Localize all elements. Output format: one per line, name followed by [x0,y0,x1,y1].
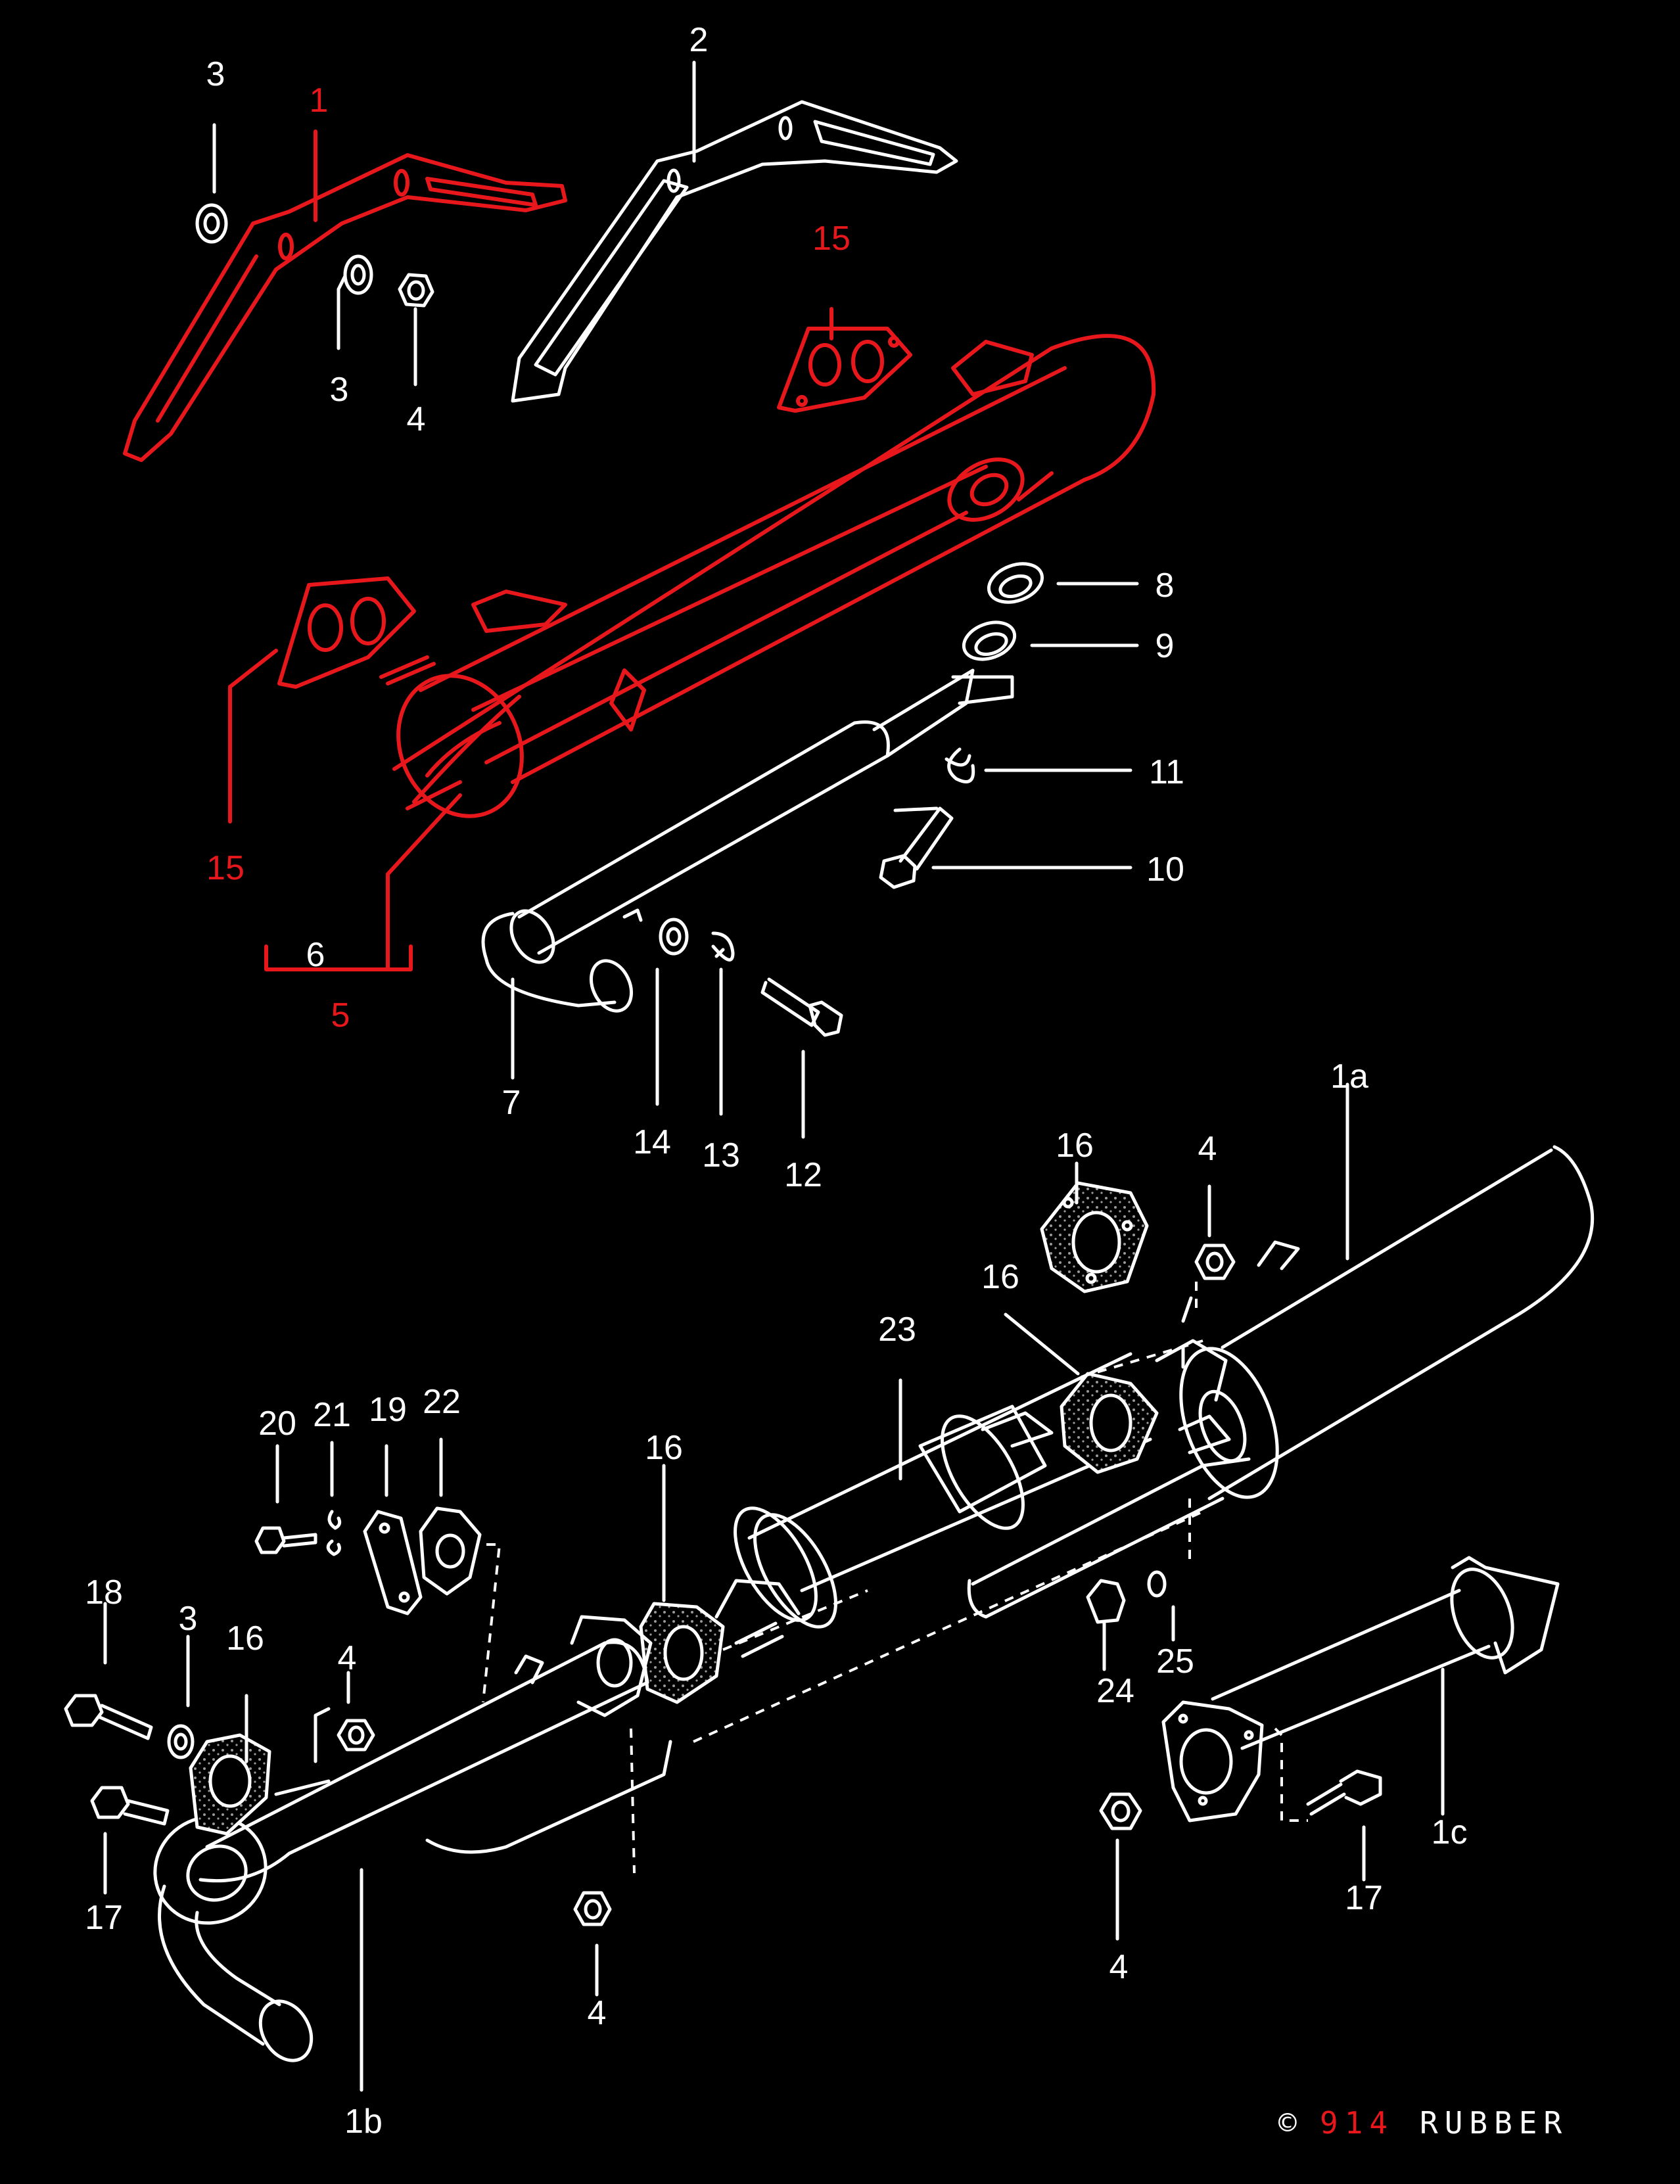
callout-9: 9 [1155,627,1175,665]
callout-4: 4 [588,1994,607,2032]
callout-4: 4 [1109,1948,1129,1986]
bolt-17-left-icon [90,1786,170,1826]
nut-4-bottom-icon [573,1891,612,1926]
watermark-copyright: © [1278,2105,1303,2141]
callout-25: 25 [1156,1642,1194,1681]
callout-5: 5 [331,996,350,1034]
watermark-rubber: RUBBER [1420,2105,1568,2141]
callout-16: 16 [981,1258,1019,1296]
watermark-914: 914 [1320,2105,1394,2141]
callout-7: 7 [502,1084,521,1122]
callout-14: 14 [633,1123,671,1161]
callout-24: 24 [1096,1672,1134,1710]
bolt-17-right-icon [1306,1769,1382,1816]
muffler-1a [1207,1145,1595,1500]
callout-6: 6 [306,936,325,974]
callout-13: 13 [702,1136,740,1174]
callout-20: 20 [258,1405,296,1443]
callout-8: 8 [1155,567,1175,605]
callout-1c: 1c [1432,1813,1468,1851]
callout-23: 23 [878,1311,916,1349]
bracket-19-icon [363,1510,423,1615]
lower-white-parts [64,1082,1595,2092]
gasket-22-icon [419,1506,482,1596]
callout-17: 17 [1345,1879,1383,1917]
seal-ring-9-icon [962,620,1017,661]
callout-16: 16 [226,1619,264,1658]
callout-4: 4 [338,1639,357,1677]
washer-25-icon [1147,1570,1167,1598]
callout-3: 3 [330,371,349,409]
callout-17: 17 [85,1899,123,1937]
heat-exchanger-body [392,334,1156,784]
callout-1b: 1b [344,2103,383,2141]
washer-icon [195,203,228,244]
bolt-18-icon [64,1694,153,1740]
callout-22: 22 [423,1383,461,1421]
spring-washer-21-icon [326,1510,342,1556]
callout-12: 12 [784,1156,822,1194]
flange-1c-icon [1161,1700,1264,1823]
dashed-guide-lines [482,1282,1308,1874]
callout-4: 4 [1198,1130,1217,1168]
callout-1: 1 [310,81,329,120]
seal-ring-8-icon [987,562,1044,604]
washer-14-icon [659,918,689,956]
heater-pipe-7 [517,720,890,955]
upper-white-parts [195,60,1139,1139]
tail-pipe-1c [1211,1589,1491,1750]
bracket-part-2 [511,100,958,403]
nut-4-right-icon [1099,1792,1142,1830]
exhaust-flange-15-left [277,576,416,689]
bracket-part-1 [123,153,567,462]
nut-4-left-icon [337,1719,375,1752]
red-highlighted-assembly [123,129,1156,971]
callout-3: 3 [206,55,225,93]
callout-21: 21 [313,1396,351,1434]
callout-15-top: 15 [812,220,851,258]
spring-washer-13-icon [711,931,735,962]
callout-16: 16 [645,1429,683,1467]
watermark-914rubber: © 914 RUBBER [1278,2105,1568,2141]
callout-10: 10 [1146,850,1184,889]
spring-clip-11-icon [945,747,975,783]
nut-icon [398,273,434,308]
callout-4: 4 [407,400,426,438]
callout-2: 2 [689,21,709,59]
callout-19: 19 [369,1391,407,1429]
nut-4-upper-icon [1194,1243,1236,1280]
callout-3: 3 [179,1600,198,1638]
bolt-12-icon [760,977,820,1027]
callout-18: 18 [85,1573,123,1612]
callout-16: 16 [1056,1127,1094,1165]
callout-1a: 1a [1330,1057,1368,1096]
plug-24-icon [1086,1579,1126,1624]
washer-3-left-icon [167,1724,195,1759]
callout-15-left: 15 [206,849,245,887]
bolt-20-icon [254,1526,317,1554]
callout-11: 11 [1149,753,1184,791]
part-number-labels: 1 15 15 5 3 2 3 4 6 7 8 9 11 10 14 13 12… [85,21,1467,2141]
exhaust-flange-15-top [777,327,912,413]
